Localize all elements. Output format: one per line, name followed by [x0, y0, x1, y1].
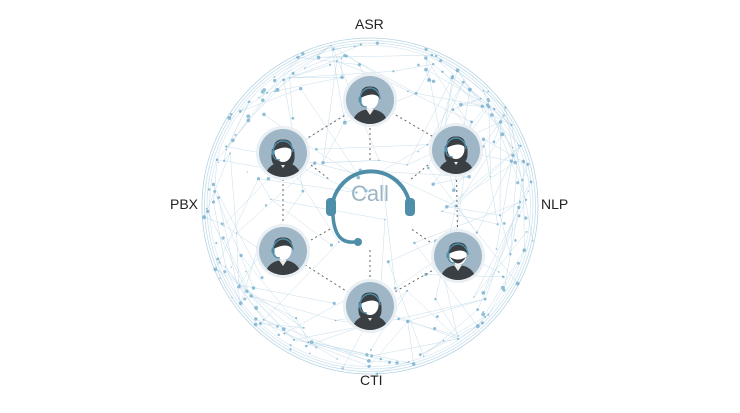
call-label: Call	[351, 181, 389, 206]
pbx-label: PBX	[170, 196, 199, 212]
agent-avatars	[256, 73, 485, 333]
asr-label: ASR	[355, 16, 384, 32]
headset-icon	[326, 169, 415, 246]
male-agent-headset-icon	[343, 73, 397, 127]
male-agent-headset-icon	[256, 224, 310, 278]
nlp-label: NLP	[541, 196, 569, 212]
female-agent-headset-icon	[343, 279, 397, 333]
cti-label: CTI	[360, 372, 383, 388]
female-agent-headset-icon	[429, 123, 483, 177]
bearded-agent-headset-icon	[431, 229, 485, 283]
female-agent-headset-icon	[256, 126, 310, 180]
